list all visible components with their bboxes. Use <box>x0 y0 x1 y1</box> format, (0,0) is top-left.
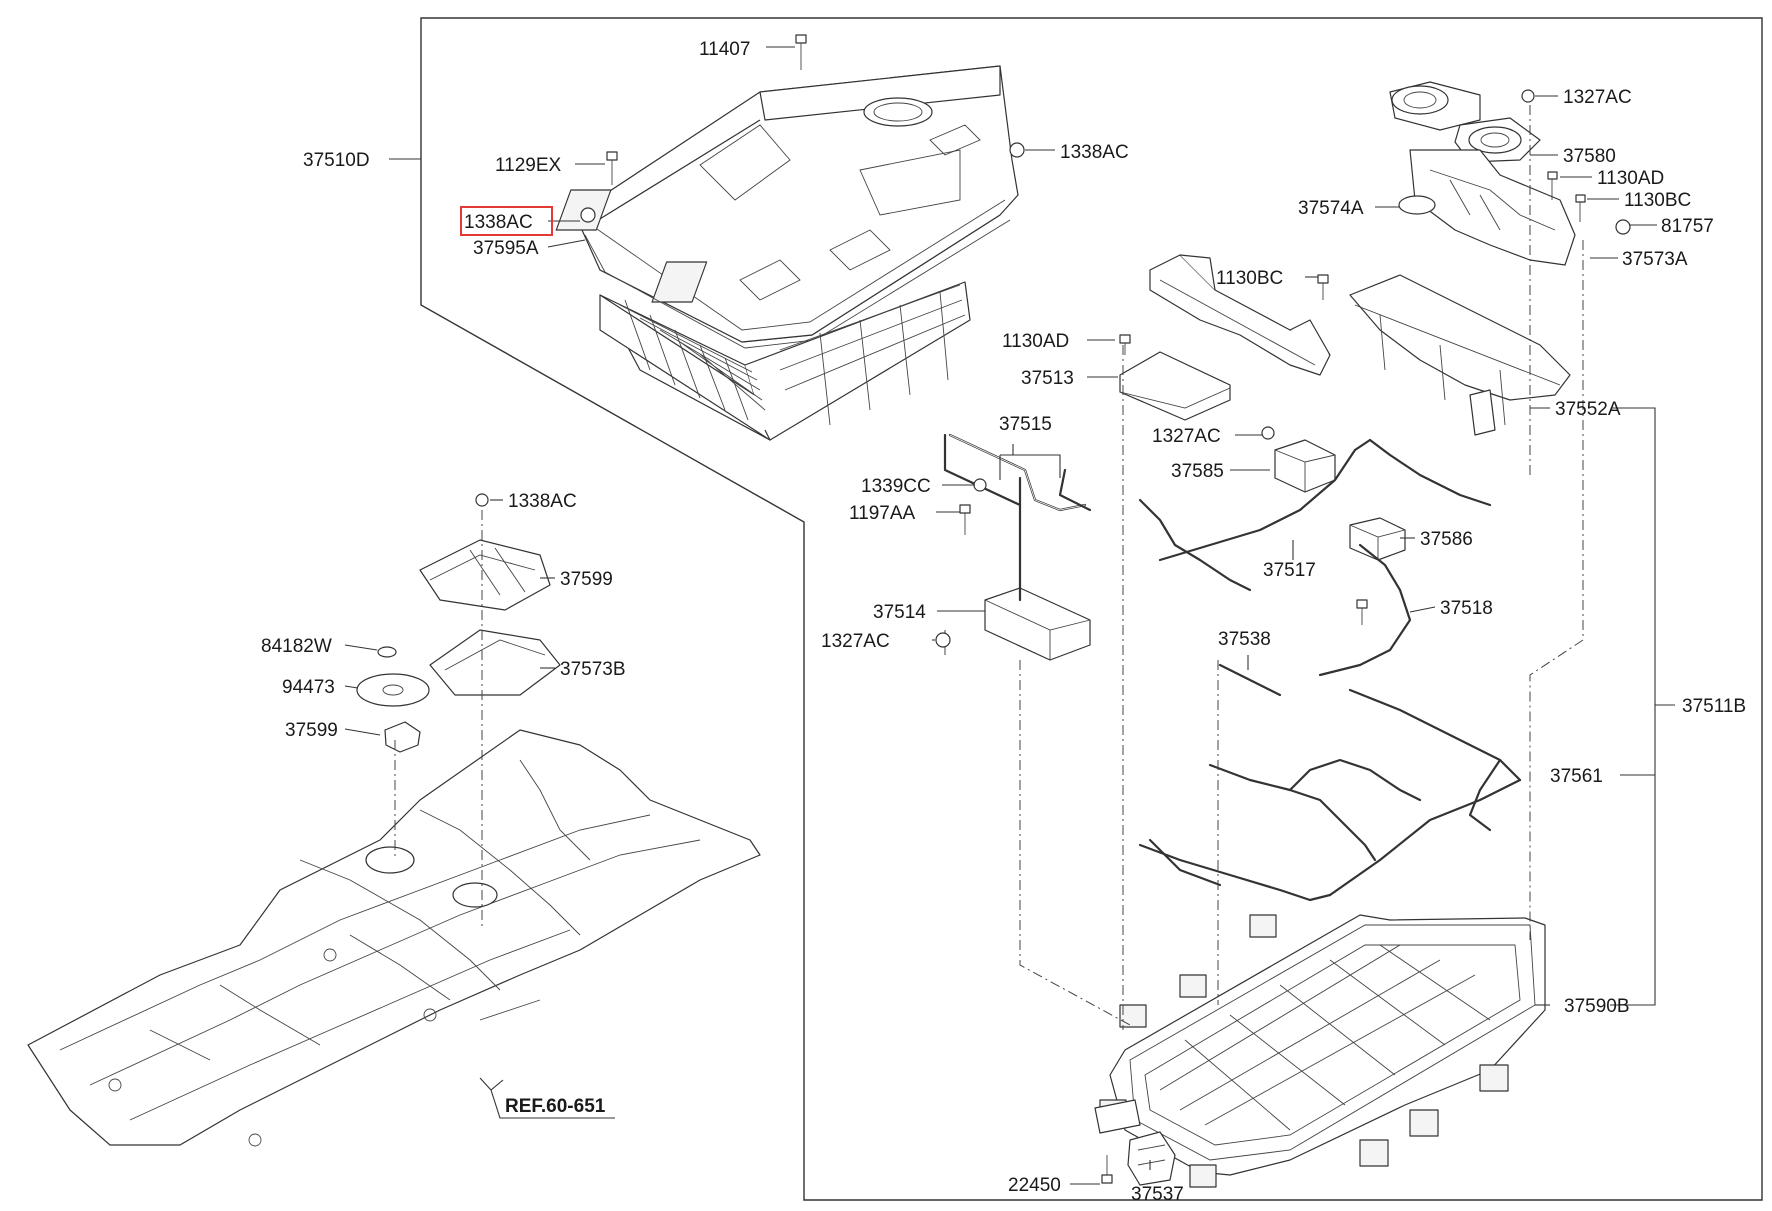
bms-relay-assembly <box>1389 81 1576 266</box>
label-37511B: 37511B <box>1682 696 1746 717</box>
label-1339CC: 1339CC <box>861 476 931 497</box>
bolt-icon <box>1575 194 1586 222</box>
bolt-icon <box>1119 334 1131 355</box>
bolt-icon <box>606 151 618 185</box>
assembly-frame <box>420 17 1763 1201</box>
label-37585: 37585 <box>1171 461 1224 482</box>
cross-bracket <box>1349 274 1571 436</box>
label-leaders <box>344 46 1675 1185</box>
label-37552A: 37552A <box>1555 399 1621 420</box>
seal-84182W <box>377 646 397 658</box>
nut-icon <box>1521 89 1535 103</box>
floor-panel <box>27 729 761 1147</box>
connector-37537 <box>1127 1131 1176 1186</box>
wire-harnesses <box>948 433 1522 902</box>
bolt-icon <box>1547 171 1558 200</box>
label-1327AC-c: 1327AC <box>821 631 890 652</box>
label-37514: 37514 <box>873 602 926 623</box>
label-81757: 81757 <box>1661 216 1714 237</box>
nut-icon <box>475 493 489 507</box>
label-1338AC-top: 1338AC <box>1060 142 1129 163</box>
bracket-37573B <box>429 629 561 696</box>
cover-gasket <box>584 219 1011 349</box>
label-37590B: 37590B <box>1564 996 1630 1017</box>
label-1130BC-b: 1130BC <box>1216 268 1283 289</box>
label-37573B: 37573B <box>560 659 626 680</box>
highlight-box <box>460 206 553 236</box>
grommet-94473 <box>356 673 430 707</box>
label-ref-60-651: REF.60-651 <box>505 1096 606 1117</box>
nut-icon <box>1261 426 1275 440</box>
part-labels: 11407 1129EX 1338AC 37595A 37510D 1338AC… <box>261 39 1746 1205</box>
label-94473: 94473 <box>282 677 335 698</box>
junction-box-37514 <box>984 587 1091 661</box>
label-1197AA: 1197AA <box>849 503 916 524</box>
battery-cover <box>555 65 1019 343</box>
nut-icon <box>1009 142 1025 158</box>
battery-module-block <box>599 281 971 441</box>
label-37599-b: 37599 <box>285 720 338 741</box>
label-37517: 37517 <box>1263 560 1316 581</box>
clip-37599 <box>384 721 421 753</box>
label-1130AD-b: 1130AD <box>1002 331 1069 352</box>
nut-icon <box>935 632 951 648</box>
fuse-block-37586 <box>1349 517 1406 561</box>
label-37580: 37580 <box>1563 146 1616 167</box>
nut-icon <box>973 478 987 492</box>
nut-icon <box>580 207 596 223</box>
bolt-icon <box>1317 274 1329 300</box>
label-1327AC-b: 1327AC <box>1152 426 1221 447</box>
label-84182W: 84182W <box>261 636 332 657</box>
bolt-icon <box>1356 599 1368 625</box>
label-37561: 37561 <box>1550 766 1603 787</box>
clip-icon <box>1615 219 1631 235</box>
label-1129EX: 1129EX <box>495 155 562 176</box>
label-37538: 37538 <box>1218 629 1271 650</box>
dash-leaders <box>394 105 1584 1030</box>
label-37574A: 37574A <box>1298 198 1364 219</box>
label-37586: 37586 <box>1420 529 1473 550</box>
label-1338AC-left: 1338AC <box>508 491 577 512</box>
bracket-37515 <box>943 433 1092 512</box>
control-module-37513 <box>1119 351 1231 421</box>
bolt-icon <box>795 34 807 70</box>
label-1130AD-a: 1130AD <box>1597 168 1664 189</box>
relay-37585 <box>1274 439 1336 493</box>
label-37573A: 37573A <box>1622 249 1688 270</box>
label-1338AC-highlighted: 1338AC <box>464 212 533 233</box>
cover-37599 <box>419 539 551 611</box>
label-1327AC-a: 1327AC <box>1563 87 1632 108</box>
label-1130BC-a: 1130BC <box>1624 190 1691 211</box>
label-37599-a: 37599 <box>560 569 613 590</box>
bolt-icon <box>1101 1155 1113 1184</box>
label-37513: 37513 <box>1021 368 1074 389</box>
label-37510D: 37510D <box>303 150 370 171</box>
upper-bracket-rail <box>1149 254 1331 376</box>
fasteners <box>475 34 1631 1184</box>
label-11407: 11407 <box>699 39 750 60</box>
label-37515: 37515 <box>999 414 1052 435</box>
label-37518: 37518 <box>1440 598 1493 619</box>
label-37537: 37537 <box>1131 1184 1184 1205</box>
label-37595A: 37595A <box>473 238 539 259</box>
bolt-icon <box>959 504 971 535</box>
label-22450: 22450 <box>1008 1175 1061 1196</box>
